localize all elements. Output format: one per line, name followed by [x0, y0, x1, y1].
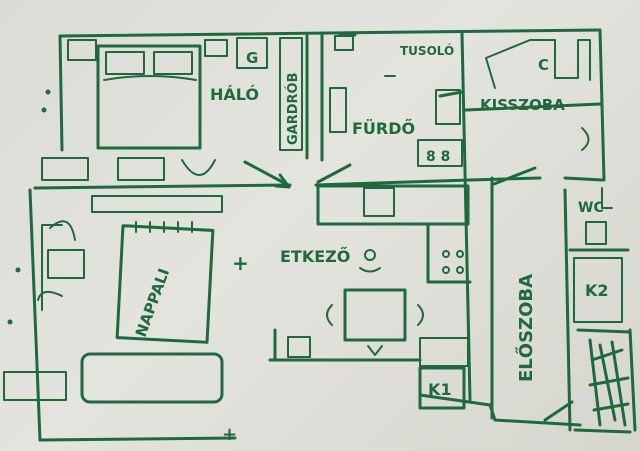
nightstand-right: [204, 39, 228, 57]
dresser-mid: [117, 157, 165, 181]
chair-kisszoba: [581, 127, 590, 151]
kitchen-sink: [363, 187, 395, 217]
person-icon: [364, 249, 376, 261]
room-label-wc: WC: [578, 200, 604, 216]
room-label-furdo: FÜRDŐ: [352, 118, 415, 138]
rug: [115, 224, 215, 344]
living-room: NAPPALI + +: [3, 195, 249, 445]
label-k2: K2: [585, 281, 609, 300]
chair-left: [326, 304, 333, 326]
closet-shelf: [279, 37, 303, 151]
counter: [316, 184, 470, 226]
svg-text:8 8: 8 8: [426, 149, 450, 165]
room-label-kisszoba: KISSZOBA: [480, 96, 565, 114]
doors: [243, 160, 574, 422]
shoe-cabinet: [419, 337, 469, 367]
room-label-halo: HÁLÓ: [210, 85, 259, 104]
armchair-upper: [47, 249, 85, 279]
side-chair: [37, 290, 63, 301]
k2-closet: [573, 257, 623, 323]
pillow-left: [105, 51, 145, 75]
chair-curve: [181, 159, 216, 176]
wc: WC: [578, 187, 613, 245]
chair-right: [417, 304, 424, 326]
bathroom: TUSOLÓ FÜRDŐ 8 8: [329, 35, 463, 167]
dresser-left: [41, 157, 89, 181]
wardrobe-label: G: [246, 49, 258, 67]
hatched-stairs: [588, 338, 630, 427]
outer-walls: [28, 28, 637, 442]
small-room: C KISSZOBA: [480, 39, 591, 151]
dining-table: [343, 288, 407, 342]
chair-bottom: [367, 345, 383, 356]
plus-sign-lower: +: [222, 424, 237, 445]
label-c-smallroom: C: [538, 56, 549, 74]
toilet: [585, 221, 607, 245]
nightstand-left: [67, 39, 97, 61]
double-bed: [96, 44, 202, 150]
interior-walls: [33, 32, 632, 432]
gardrob-closet: GARDRÓB: [279, 37, 303, 151]
side-table: [3, 371, 67, 401]
washer: [417, 139, 463, 167]
sofa: [80, 352, 224, 404]
room-label-tusolo: TUSOLÓ: [400, 43, 454, 58]
plus-sign-upper: +: [232, 251, 249, 275]
armchair-curve: [49, 220, 76, 241]
shower-tray: [334, 35, 354, 51]
entry-hall: ELŐSZOBA K1: [418, 274, 537, 410]
pillow-right: [153, 51, 193, 75]
room-label-gardrob: GARDRÓB: [285, 72, 301, 145]
room-label-nappali: NAPPALI: [132, 266, 173, 339]
dining: ETKEZŐ: [280, 246, 424, 358]
kitchen: [316, 184, 472, 284]
wardrobe-box: [236, 37, 268, 69]
k1-closet: [418, 366, 466, 410]
bedroom: G HÁLÓ: [41, 37, 268, 181]
label-k1: K1: [428, 380, 452, 399]
room-label-etkezo: ETKEZŐ: [280, 246, 350, 266]
bathtub: [329, 87, 347, 133]
cabinet: [287, 336, 311, 358]
sink: [435, 89, 461, 125]
k2-storage: K2: [573, 257, 630, 427]
tv-stand: [91, 195, 223, 213]
room-label-eloszoba: ELŐSZOBA: [515, 274, 537, 382]
